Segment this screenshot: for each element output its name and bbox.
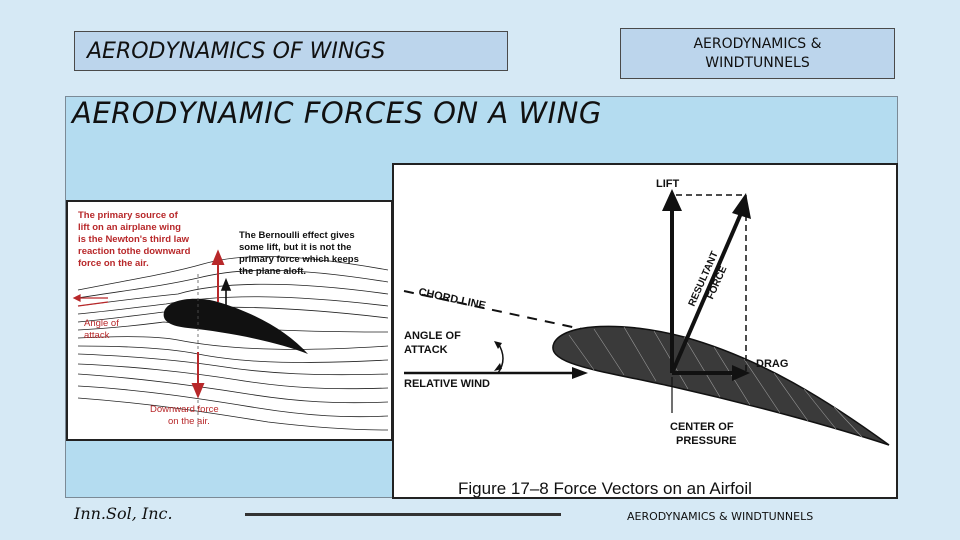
newton-note-line: force on the air.	[78, 258, 149, 269]
wing-airfoil	[163, 298, 308, 354]
lift-vector	[662, 189, 682, 373]
footer-divider	[245, 513, 561, 516]
downward-force-label: Downward force on the air.	[150, 404, 221, 427]
newton-note-line: is the Newton's third law	[78, 234, 190, 245]
newton-note-line: lift on an airplane wing	[78, 222, 181, 233]
footer-topic: AERODYNAMICS & WINDTUNNELS	[627, 510, 814, 523]
newton-note-line: The primary source of	[78, 210, 179, 221]
bernoulli-arrow	[220, 277, 232, 306]
drag-label: DRAG	[756, 358, 788, 370]
angle-of-attack-marker	[72, 294, 109, 307]
newton-note-line: reaction tothe downward	[78, 246, 191, 257]
force-vectors-figure: LIFT RESULTANT FORCE CHORD LINE ANGLE OF…	[392, 163, 898, 499]
slide-title-box: AERODYNAMICS OF WINGS	[74, 31, 508, 71]
lift-label: LIFT	[656, 178, 679, 190]
angle-of-attack-label: ANGLE OF ATTACK	[404, 330, 464, 356]
angle-label-line: Angle of	[84, 318, 119, 329]
newton-note: The primary source of lift on an airplan…	[78, 210, 193, 269]
angle-label-line: attack	[84, 330, 110, 341]
force-vector-diagram: LIFT RESULTANT FORCE CHORD LINE ANGLE OF…	[403, 178, 890, 498]
bernoulli-note: The Bernoulli effect gives some lift, bu…	[239, 230, 362, 277]
bernoulli-note-line: The Bernoulli effect gives	[239, 230, 355, 241]
streamline-diagram: The primary source of lift on an airplan…	[72, 210, 389, 431]
newton-arrow	[211, 249, 225, 302]
bernoulli-note-line: some lift, but it is not the	[239, 242, 351, 253]
bernoulli-note-line: primary force which keeps	[239, 254, 359, 265]
relative-wind-label: RELATIVE WIND	[404, 378, 490, 390]
center-of-pressure-line: PRESSURE	[676, 435, 737, 447]
angle-of-attack-line: ATTACK	[404, 344, 448, 356]
angle-of-attack-line: ANGLE OF	[404, 330, 461, 342]
topic-box: AERODYNAMICS & WINDTUNNELS	[620, 28, 895, 79]
relative-wind-arrow	[404, 367, 588, 379]
streamlines	[77, 256, 389, 431]
center-of-pressure-label: CENTER OF PRESSURE	[670, 421, 737, 447]
wing-streamline-figure: The primary source of lift on an airplan…	[66, 200, 393, 441]
drag-vector	[672, 365, 750, 381]
chord-line-label: CHORD LINE	[417, 286, 486, 312]
slide-title: AERODYNAMICS OF WINGS	[87, 38, 386, 64]
downward-label-line: Downward force	[150, 404, 219, 415]
figure-caption: Figure 17–8 Force Vectors on an Airfoil	[458, 479, 752, 497]
downward-force-arrow	[191, 352, 205, 399]
slide-heading: AERODYNAMIC FORCES ON A WING	[72, 96, 602, 130]
footer-company: Inn.Sol, Inc.	[74, 504, 173, 523]
bernoulli-note-line: the plane aloft.	[239, 266, 306, 277]
topic-label: AERODYNAMICS & WINDTUNNELS	[693, 35, 822, 71]
downward-label-line: on the air.	[168, 416, 210, 427]
airfoil-shape	[552, 325, 890, 446]
angle-of-attack-label: Angle of attack	[84, 318, 122, 341]
center-of-pressure-line: CENTER OF	[670, 421, 734, 433]
chord-line	[403, 290, 695, 354]
